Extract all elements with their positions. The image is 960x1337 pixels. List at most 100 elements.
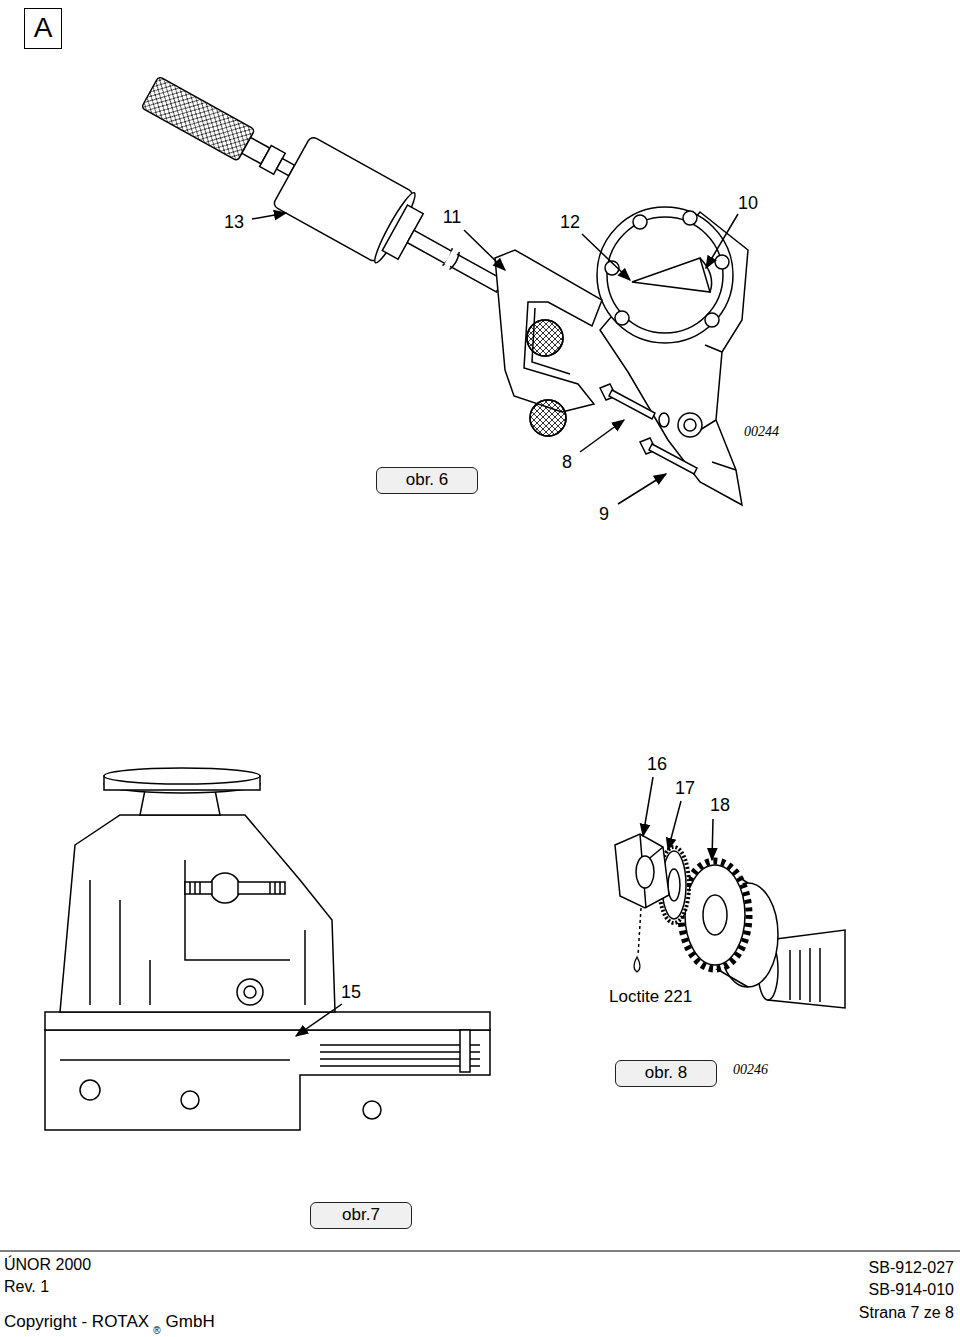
leader-lines [638, 908, 641, 956]
figure-tag: obr. 6 [376, 467, 478, 494]
puller-frame [527, 320, 563, 356]
gearbox-figure [320, 1045, 480, 1066]
gearbox-figure [60, 1059, 290, 1061]
gearbox-figure [140, 790, 220, 815]
leader-arrows [580, 420, 624, 452]
puller-frame [495, 250, 602, 412]
leader-arrows [252, 213, 738, 504]
bolts [609, 390, 655, 419]
tag-text: obr.7 [342, 1205, 380, 1225]
bolts [659, 413, 669, 427]
footer-rule [0, 1251, 960, 1252]
leader-lines [668, 801, 681, 850]
slide-hammer [443, 248, 461, 270]
gear-figure [681, 861, 749, 969]
callout-number: 13 [222, 212, 246, 233]
droplet-symbol [634, 957, 640, 972]
housing-figure [715, 255, 729, 269]
footer-text: GmbH [164, 1312, 217, 1332]
footer-text: ÚNOR 2000 [2, 1256, 93, 1274]
housing-figure [700, 258, 712, 292]
leader-arrow [296, 1004, 342, 1036]
housing-figure [683, 211, 697, 225]
tag-text: A [34, 12, 53, 44]
puller-frame [495, 250, 602, 436]
gear-figure [615, 834, 669, 908]
puller-frame [530, 400, 566, 436]
leader-arrows [464, 230, 505, 270]
footer-text: SB-914-010 [867, 1281, 956, 1299]
note-text: Loctite 221 [607, 987, 694, 1007]
callout-number: 11 [441, 207, 464, 228]
gear-figure [615, 834, 845, 1008]
callout-number: 12 [558, 212, 582, 233]
footer-text: SB-912-027 [867, 1259, 956, 1277]
gear-figure [668, 869, 680, 901]
housing-figure [615, 311, 629, 325]
housing-figure [678, 413, 702, 437]
housing-figure [705, 313, 719, 327]
leader-lines [638, 777, 713, 956]
slide-hammer [131, 57, 532, 328]
footer-text: Copyright - ROTAX [2, 1312, 151, 1332]
gearbox-figure [460, 1030, 470, 1072]
gear-figure [636, 856, 654, 888]
housing-figure [700, 345, 736, 470]
footer-text: Rev. 1 [2, 1278, 51, 1296]
bolts [600, 384, 697, 474]
figure-code: 00246 [731, 1062, 770, 1078]
section-letter-box: A [24, 8, 62, 49]
housing-figure [597, 207, 748, 505]
puller-frame [527, 320, 563, 356]
gearbox-figure [90, 860, 305, 1005]
housing-figure [597, 207, 733, 343]
gear-figure [790, 948, 820, 1002]
callout-number: 18 [708, 795, 732, 816]
puller-frame [530, 400, 566, 436]
bolts [649, 444, 697, 474]
leader-arrows [618, 474, 666, 504]
tag-text: obr. 8 [645, 1063, 688, 1083]
footer-text: ® [151, 1325, 162, 1337]
slide-hammer [407, 230, 503, 292]
leader-arrows [706, 214, 738, 268]
gearbox-figure [210, 873, 240, 903]
leader-arrows [582, 234, 630, 280]
gearbox-figure [45, 768, 490, 1130]
leader-lines [712, 819, 713, 860]
housing-figure [684, 419, 696, 431]
slide-hammer [444, 250, 457, 267]
housing-figure [633, 215, 647, 229]
gearbox-figure [60, 815, 335, 1012]
gearbox-figure [237, 979, 263, 1005]
figure-code: 00244 [742, 424, 781, 440]
gear-figure [768, 930, 845, 1008]
gearbox-figure [185, 882, 285, 894]
gearbox-figure [45, 1030, 490, 1130]
callout-number: 16 [645, 754, 669, 775]
figure-tag: obr.7 [310, 1202, 412, 1229]
leader-lines [643, 777, 653, 836]
gearbox-figure [363, 1101, 381, 1119]
slide-hammer [141, 76, 255, 161]
gear-figure [685, 865, 745, 965]
figure-tag: obr. 8 [615, 1060, 717, 1087]
gearbox-figure [244, 986, 256, 998]
housing-figure [632, 258, 710, 292]
leader-arrows [252, 213, 286, 219]
tag-text: obr. 6 [406, 470, 449, 490]
gearbox-figure [181, 1091, 199, 1109]
housing-figure [600, 212, 748, 505]
gearbox-figure [190, 882, 280, 894]
callout-number: 17 [673, 778, 697, 799]
callout-number: 9 [597, 504, 611, 525]
gear-figure [703, 895, 727, 935]
gearbox-figure [45, 1012, 490, 1030]
callout-number: 8 [560, 452, 574, 473]
callout-number: 10 [736, 193, 760, 214]
footer-text: Strana 7 ze 8 [857, 1304, 956, 1322]
gearbox-figure [104, 768, 260, 784]
gearbox-figure [80, 1080, 100, 1100]
callout-number: 15 [339, 982, 363, 1003]
